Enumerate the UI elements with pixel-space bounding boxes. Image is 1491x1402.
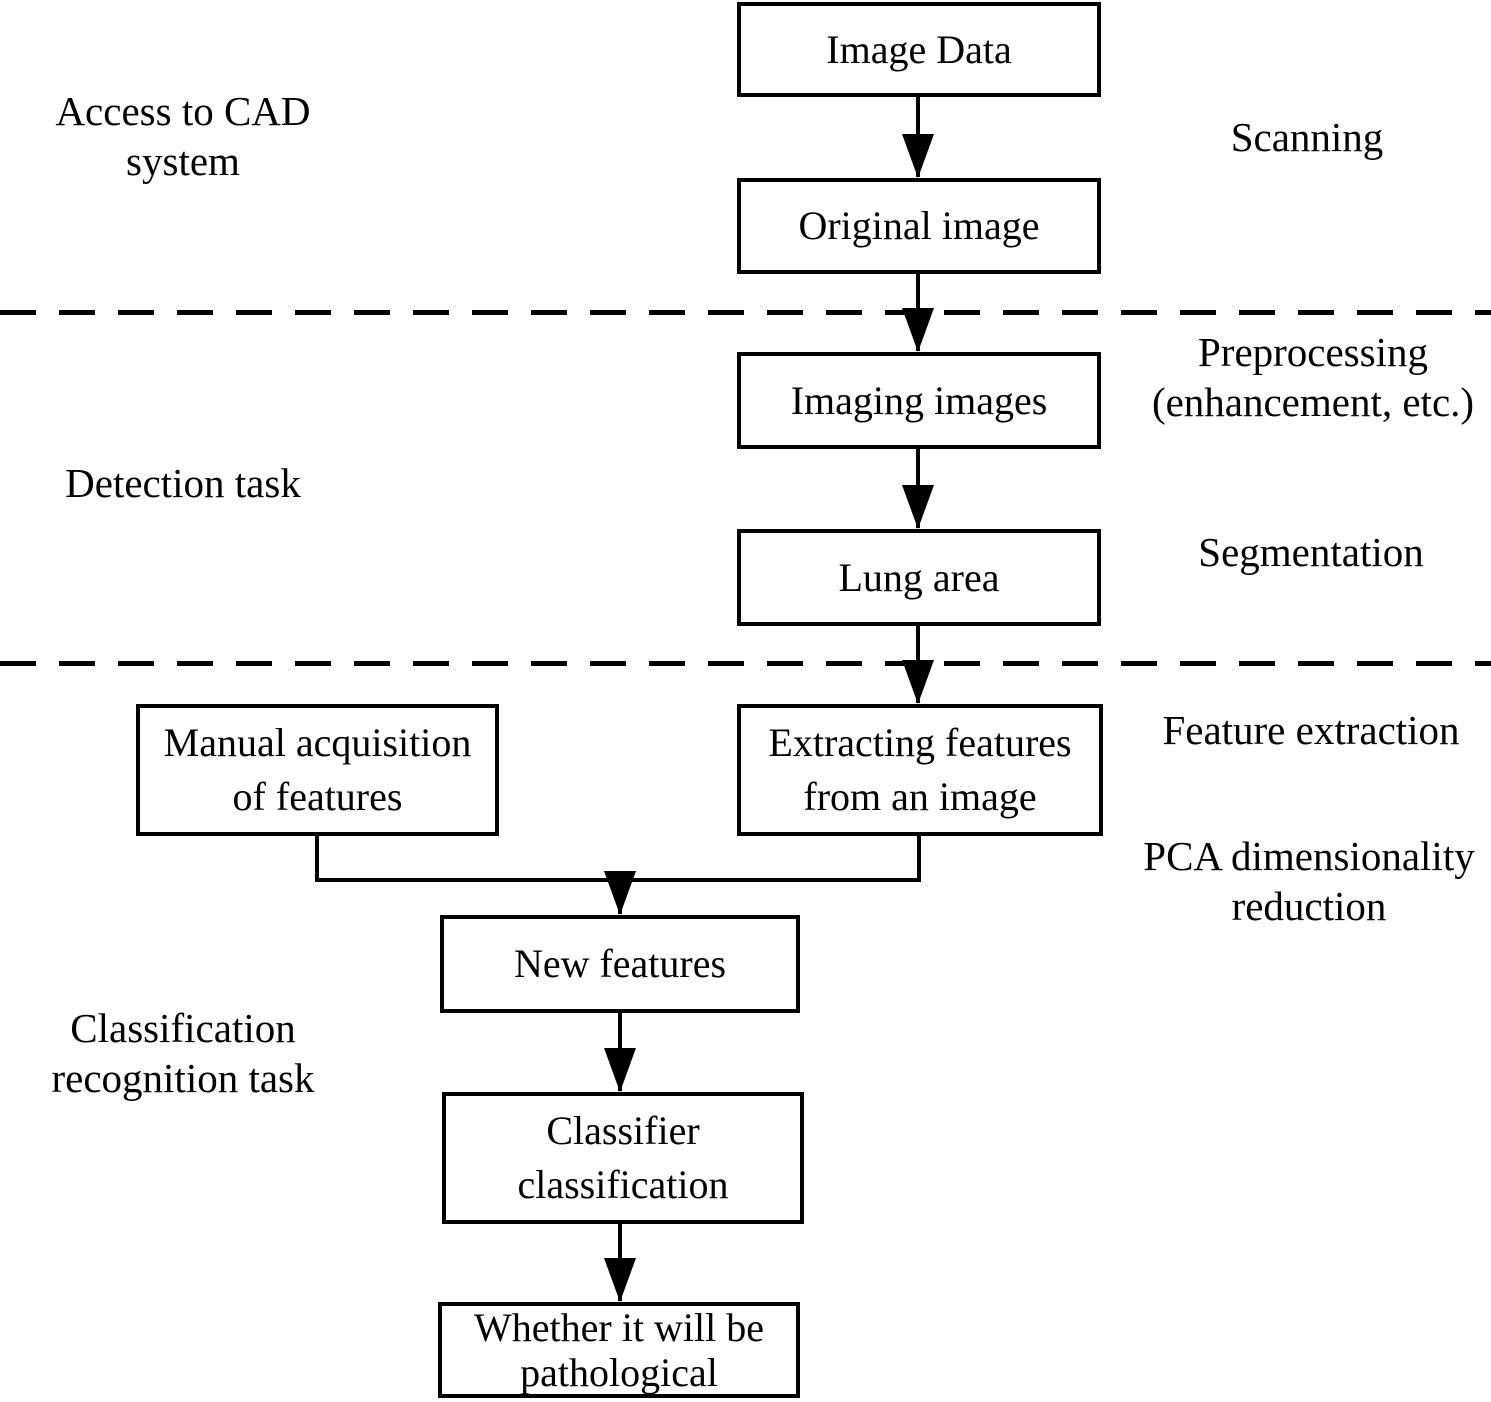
arrow-down-icon xyxy=(604,1258,636,1302)
flowchart-box-image-data: Image Data xyxy=(737,2,1101,97)
box-label: Whether it will be xyxy=(474,1304,764,1350)
phase-separator-dashed-line-1 xyxy=(0,310,1491,315)
stage-label-pca-dimensionality-reduction: PCA dimensionality reduction xyxy=(1124,831,1491,931)
stage-label-line: (enhancement, etc.) xyxy=(1151,379,1475,426)
box-label: classification xyxy=(517,1162,729,1207)
arrow-down-icon xyxy=(902,660,934,704)
connector-line xyxy=(917,835,921,882)
box-label: Manual acquisition xyxy=(163,720,472,765)
stage-label-line: PCA dimensionality xyxy=(1143,833,1475,879)
box-label: Classifier xyxy=(546,1108,700,1153)
stage-label-line: Access to CAD xyxy=(55,88,311,134)
stage-label-scanning: Scanning xyxy=(1157,112,1457,162)
stage-label-preprocessing: Preprocessing (enhancement, etc.) xyxy=(1133,327,1491,427)
flowchart-box-whether-pathological: Whether it will be pathological xyxy=(438,1302,800,1398)
box-label: pathological xyxy=(520,1350,718,1395)
arrow-down-icon xyxy=(604,1048,636,1092)
box-label: New features xyxy=(513,941,727,986)
stage-label-feature-extraction: Feature extraction xyxy=(1146,705,1476,755)
stage-label-segmentation: Segmentation xyxy=(1161,527,1461,577)
connector-line xyxy=(315,835,319,882)
stage-label-line: Preprocessing xyxy=(1197,329,1428,375)
stage-label-line: Scanning xyxy=(1230,114,1384,160)
box-label: Imaging images xyxy=(790,377,1048,423)
stage-label-line: Segmentation xyxy=(1198,529,1424,575)
stage-label-detection-task: Detection task xyxy=(23,458,343,508)
box-label: Extracting features xyxy=(768,720,1072,765)
box-label: Lung area xyxy=(838,554,1000,600)
box-label: Original image xyxy=(798,203,1040,248)
stage-label-line: Classification xyxy=(70,1005,296,1051)
stage-label-line: reduction xyxy=(1231,883,1387,930)
stage-label-access-to-cad-system: Access to CAD system xyxy=(23,86,343,186)
box-label: of features xyxy=(232,774,403,819)
arrow-down-icon xyxy=(902,134,934,178)
flowchart-box-classifier-classification: Classifier classification xyxy=(442,1092,804,1224)
phase-separator-dashed-line-2 xyxy=(0,661,1491,666)
arrow-down-icon xyxy=(902,485,934,529)
stage-label-line: Detection task xyxy=(65,460,301,506)
arrow-down-icon xyxy=(604,871,636,915)
stage-label-line: recognition task xyxy=(51,1055,315,1102)
arrow-down-icon xyxy=(902,308,934,352)
box-label: Image Data xyxy=(826,26,1012,72)
flowchart-box-manual-acquisition: Manual acquisition of features xyxy=(136,704,499,836)
flowchart-box-imaging-images: Imaging images xyxy=(737,352,1101,449)
stage-label-line: system xyxy=(126,138,240,185)
flowchart-box-new-features: New features xyxy=(440,915,800,1013)
flowchart-box-lung-area: Lung area xyxy=(737,529,1101,626)
flowchart-box-original-image: Original image xyxy=(737,178,1101,274)
flowchart-box-extracting-features: Extracting features from an image xyxy=(737,704,1103,836)
stage-label-line: Feature extraction xyxy=(1162,707,1460,753)
stage-label-classification-recognition-task: Classification recognition task xyxy=(8,1003,358,1103)
box-label: from an image xyxy=(803,774,1037,819)
